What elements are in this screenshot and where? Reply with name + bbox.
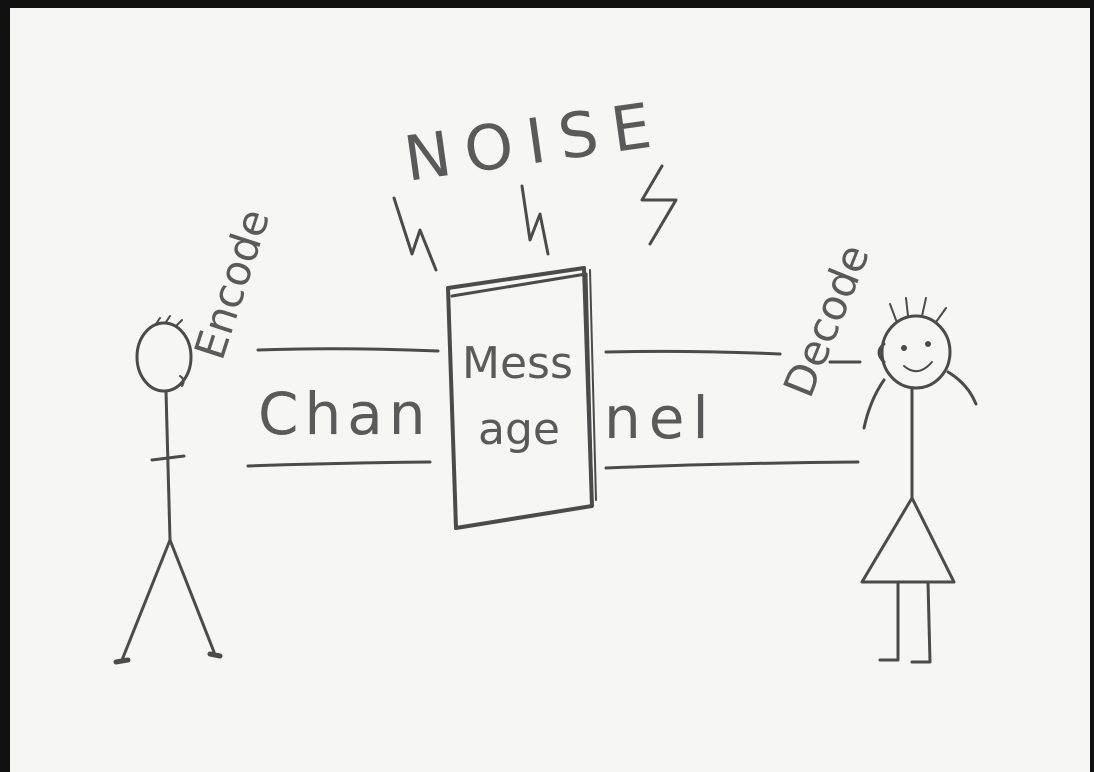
encode-label: Encode [185, 203, 279, 365]
sender-stick-figure-icon [116, 316, 220, 662]
message-label-top: Mess [462, 338, 573, 389]
message-label-bottom: age [478, 404, 560, 455]
decode-label: Decode [774, 238, 879, 404]
lightning-bolt-icon [522, 186, 548, 254]
lightning-bolt-icon [642, 166, 676, 244]
noise-label: NOISE [400, 87, 670, 196]
receiver-stick-figure-icon [862, 298, 976, 662]
message-book: Mess age [448, 268, 596, 528]
channel-label-left: Chan [258, 380, 432, 448]
lightning-bolt-icon [394, 198, 436, 270]
channel-label-right: nel [604, 384, 717, 452]
